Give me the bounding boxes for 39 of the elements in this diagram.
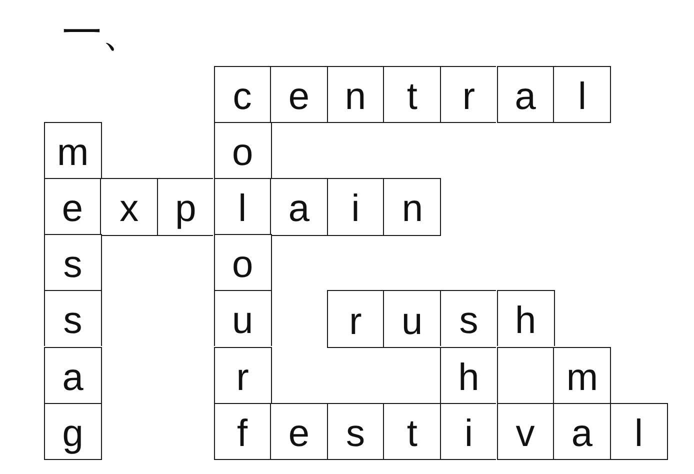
- crossword-cell: n: [326, 66, 384, 124]
- crossword-cell: e: [270, 66, 327, 124]
- crossword-cell: a: [553, 402, 610, 460]
- crossword-cell: a: [270, 178, 327, 236]
- crossword-cell: o: [214, 234, 272, 290]
- crossword-cell: h: [496, 290, 555, 346]
- crossword-cell: i: [440, 402, 496, 460]
- crossword-cell: g: [44, 402, 102, 460]
- crossword-cell: r: [326, 290, 384, 348]
- crossword-cell: f: [214, 402, 270, 460]
- crossword-cell: s: [44, 234, 102, 290]
- crossword-cell: a: [44, 346, 102, 403]
- crossword-cell: r: [214, 346, 272, 403]
- crossword-cell: t: [383, 402, 440, 460]
- crossword-cell: l: [214, 178, 270, 234]
- crossword-cell: m: [553, 346, 612, 403]
- crossword-cell: n: [383, 178, 442, 236]
- crossword-cell: x: [100, 178, 157, 236]
- crossword-cell: l: [553, 66, 612, 124]
- crossword-cell: r: [440, 66, 496, 124]
- crossword-cell: s: [440, 290, 496, 346]
- crossword-cell: u: [214, 290, 272, 346]
- crossword-cell: p: [156, 178, 214, 236]
- heading: 一、: [62, 13, 142, 53]
- crossword-cell: m: [44, 122, 102, 178]
- crossword-cell: v: [496, 402, 554, 460]
- crossword-cell: e: [270, 402, 327, 460]
- crossword-cell: [496, 346, 554, 403]
- crossword-cell: s: [326, 402, 384, 460]
- crossword-cell: s: [44, 290, 102, 346]
- crossword-cell: t: [383, 66, 440, 124]
- crossword-cell: o: [214, 122, 272, 178]
- crossword-cell: c: [214, 66, 270, 122]
- crossword-cell: a: [496, 66, 554, 124]
- crossword-cell: u: [383, 290, 440, 348]
- crossword-cell: l: [610, 402, 668, 460]
- crossword-cell: i: [326, 178, 384, 236]
- crossword-cell: h: [440, 346, 496, 403]
- crossword-cell: e: [44, 178, 100, 234]
